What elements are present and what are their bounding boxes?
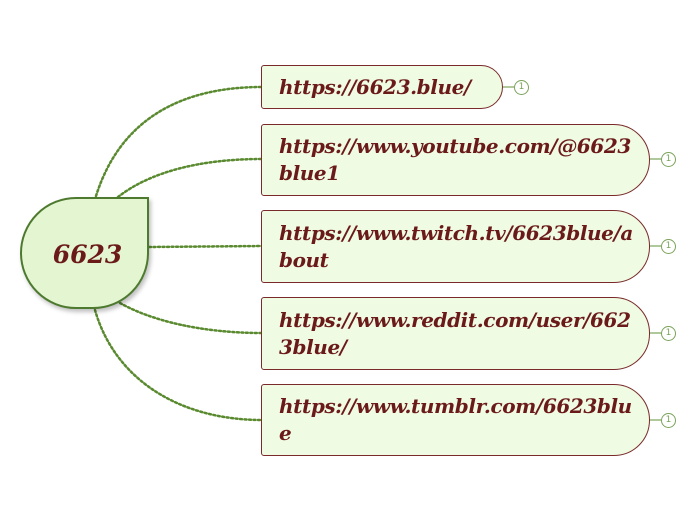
central-topic-label: 6623 [52,239,123,269]
topic-count-badge[interactable]: 1 [661,326,676,341]
topic-node[interactable]: https://www.youtube.com/@6623blue1 [261,124,650,196]
connector-line [93,308,264,422]
central-topic[interactable]: 6623 [20,197,149,309]
connector-line [118,301,264,335]
topic-count-badge[interactable]: 1 [661,413,676,428]
connector-line [147,244,264,249]
topic-label: https://www.reddit.com/user/6623blue/ [279,307,631,359]
topic-node[interactable]: https://www.tumblr.com/6623blue [261,384,650,456]
topic-label: https://www.tumblr.com/6623blue [279,394,632,445]
topic-node[interactable]: https://www.reddit.com/user/6623blue/ [261,297,650,370]
connector-line [94,85,264,198]
topic-count-badge[interactable]: 1 [661,239,676,254]
topic-label: https://www.youtube.com/@6623blue1 [279,134,631,185]
connector-line [116,157,264,199]
topic-node[interactable]: https://www.twitch.tv/6623blue/about [261,210,650,283]
topic-count-badge[interactable]: 1 [514,80,529,95]
topic-node[interactable]: https://6623.blue/ [261,65,503,109]
topic-label: https://www.twitch.tv/6623blue/about [279,220,633,272]
topic-count-badge[interactable]: 1 [661,152,676,167]
topic-label: https://6623.blue/ [279,74,471,99]
